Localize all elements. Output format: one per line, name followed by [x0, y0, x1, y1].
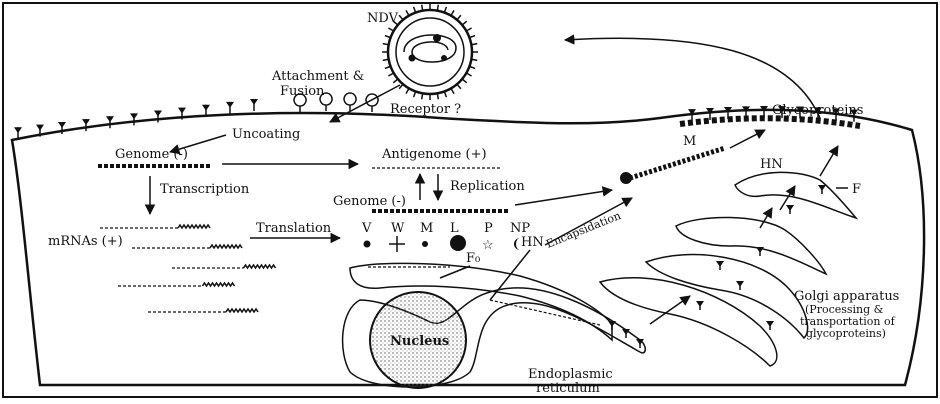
- virion-spike: [437, 93, 438, 99]
- virion-spike: [422, 93, 423, 99]
- protein-v-icon: [364, 241, 371, 248]
- transcription-label: Transcription: [160, 182, 250, 197]
- nucleocapsid: [620, 148, 725, 184]
- protein-m-icon: [422, 241, 428, 247]
- protein-w-icon: [389, 236, 405, 252]
- protein-np-icon: [514, 238, 520, 250]
- mrna-strands: [100, 225, 276, 312]
- f-right-label: F: [852, 182, 861, 197]
- virion-spike: [388, 73, 393, 76]
- golgi-label-4: glycoproteins): [806, 327, 886, 340]
- genome-to-nucleocapsid-arrow: [515, 190, 612, 205]
- virion-spike: [422, 5, 423, 11]
- golgi-glycoprotein: [716, 261, 724, 270]
- matrix-layer: [680, 118, 860, 126]
- virion-spike: [466, 28, 471, 31]
- virion-spike: [399, 15, 403, 20]
- virion-spike: [414, 91, 416, 97]
- protein-p-label: P: [484, 221, 493, 236]
- golgi-arrow-3: [760, 208, 772, 228]
- nucleus-label: Nucleus: [390, 334, 449, 349]
- virion-spike: [451, 10, 454, 15]
- mrna-polyA-tail: [210, 245, 242, 248]
- mrna-polyA-tail: [203, 283, 235, 286]
- mrna-polyA-tail: [244, 265, 276, 268]
- hn-top-label: HN: [760, 157, 783, 172]
- golgi-arrow-4: [650, 296, 690, 324]
- f0-label: F₀: [466, 251, 480, 266]
- virion-spike: [466, 73, 471, 76]
- virion-spike: [393, 79, 398, 83]
- glycoprotein-spike: [250, 99, 258, 111]
- virion-spike: [444, 91, 446, 97]
- antigenome-label: Antigenome (+): [381, 147, 487, 162]
- attachment-label-2: Fusion: [280, 84, 325, 99]
- protein-l-label: L: [450, 221, 459, 236]
- uncoating-label: Uncoating: [232, 127, 300, 142]
- virion-spike: [471, 44, 477, 45]
- virion-spike: [457, 15, 461, 20]
- m-label: M: [683, 134, 696, 149]
- ndv-label: NDV: [367, 11, 399, 26]
- mrnas-label: mRNAs (+): [48, 234, 123, 249]
- virion-spike: [457, 84, 461, 89]
- glycoprotein-spike: [130, 113, 138, 125]
- attachment-label-1: Attachment &: [271, 69, 364, 84]
- virion-spike: [385, 66, 391, 68]
- hn-er-label: HN: [521, 235, 544, 250]
- er-glycoprotein: [608, 321, 616, 330]
- glycoproteins-label: Glycoproteins: [772, 103, 863, 118]
- virion-spike: [437, 5, 438, 11]
- virion-spike: [462, 21, 467, 25]
- protein-np-label: NP: [510, 221, 530, 236]
- virion-spike: [469, 66, 475, 68]
- glycoprotein-spike: [106, 116, 114, 128]
- protein-p-icon: ☆: [482, 238, 494, 253]
- hn-er-pointer: [490, 250, 530, 300]
- glycoprotein-spike: [154, 110, 162, 122]
- virion-spike: [406, 10, 409, 15]
- golgi-glycoprotein: [756, 247, 764, 256]
- virion-spike: [383, 44, 389, 45]
- protein-m-label: M: [420, 221, 433, 236]
- protein-l-icon: [450, 235, 466, 251]
- golgi-glycoprotein: [818, 185, 826, 194]
- virion-spike: [383, 59, 389, 60]
- f0-pointer: [440, 266, 470, 278]
- replication-label: Replication: [450, 179, 525, 194]
- golgi-glycoprotein: [736, 281, 744, 290]
- virion-spike: [444, 7, 446, 13]
- er-label-2: reticulum: [536, 381, 600, 396]
- golgi-glycoprotein: [786, 205, 794, 214]
- er-label-1: Endoplasmic: [528, 367, 613, 382]
- golgi-glycoprotein: [766, 321, 774, 330]
- golgi-glycoprotein: [696, 301, 704, 310]
- receptor-label: Receptor ?: [390, 102, 461, 117]
- er-glycoprotein: [622, 329, 630, 338]
- encapsidation-label: Encapsidation: [544, 209, 622, 251]
- virion-spike: [414, 7, 416, 13]
- glycoprotein-spike: [226, 102, 234, 114]
- virion-spike: [462, 79, 467, 83]
- genome-neg-label: Genome (-): [115, 147, 188, 162]
- virion-spike: [388, 28, 393, 31]
- nucleocapsid-to-membrane-arrow: [730, 130, 765, 148]
- protein-v-label: V: [361, 221, 372, 236]
- virion-spike: [406, 88, 409, 93]
- virion-spike: [451, 88, 454, 93]
- mrna-polyA-tail: [226, 309, 258, 312]
- virion-spike: [469, 36, 475, 38]
- translation-label: Translation: [256, 221, 332, 236]
- genome-neg-2-label: Genome (-): [333, 194, 406, 209]
- protein-w-label: W: [391, 221, 405, 236]
- golgi-label-1: Golgi apparatus: [794, 289, 899, 304]
- golgi-arrow-2: [820, 146, 838, 176]
- glycoprotein-spike: [82, 119, 90, 131]
- mrna-polyA-tail: [178, 225, 210, 228]
- viral-proteins: V W M L P ☆ NP: [361, 221, 530, 253]
- virion-spike: [385, 36, 391, 38]
- virion-spike: [471, 59, 477, 60]
